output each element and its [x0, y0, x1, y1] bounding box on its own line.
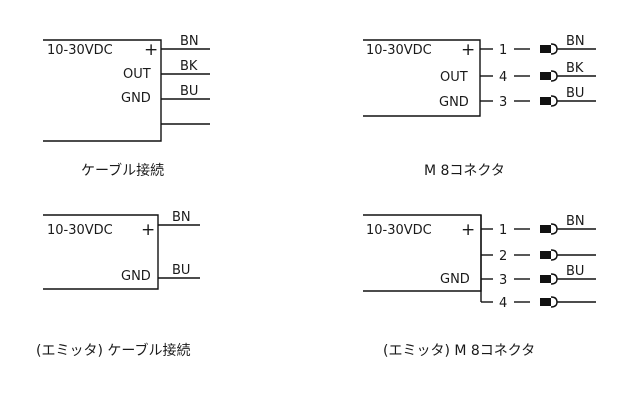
supply-label: 10-30VDC [366, 43, 432, 58]
plus-sign: + [141, 220, 155, 240]
panel-emitter-m8-connector [363, 214, 596, 303]
wire-color-label: BN [566, 34, 585, 49]
sensor-box [363, 39, 481, 117]
gnd-label: GND [440, 272, 470, 287]
panel-caption: M 8コネクタ [424, 163, 505, 179]
connector-plug-icon [539, 95, 558, 107]
supply-label: 10-30VDC [47, 43, 113, 58]
connector-plug-icon [539, 70, 558, 82]
connector-plug-icon [539, 43, 558, 55]
out-label: OUT [440, 70, 468, 85]
pin-number: 1 [499, 43, 507, 58]
gnd-label: GND [121, 91, 151, 106]
pin-number: 3 [499, 95, 507, 110]
out-label: OUT [123, 67, 151, 82]
panel-caption: (エミッタ) ケーブル接続 [36, 342, 191, 359]
wire-color-label: BN [180, 34, 199, 49]
supply-label: 10-30VDC [366, 223, 432, 238]
panel-cable-connection [43, 39, 210, 142]
pin-number: 3 [499, 273, 507, 288]
plus-sign: + [461, 220, 475, 240]
connector-plug-icon [539, 273, 558, 285]
wire-color-label: BK [566, 61, 584, 76]
plus-sign: + [144, 40, 158, 60]
pin-number: 2 [499, 249, 507, 264]
wire-color-label: BN [566, 214, 585, 229]
wire-color-label: BU [566, 264, 584, 279]
wire-color-label: BU [172, 263, 190, 278]
panel-m8-connector [363, 39, 596, 117]
sensor-box [43, 214, 159, 290]
panel-caption: ケーブル接続 [81, 162, 164, 179]
panel-caption: (エミッタ) M 8コネクタ [383, 343, 535, 359]
wire-color-label: BN [172, 210, 191, 225]
pin-number: 4 [499, 296, 507, 311]
wire-color-label: BU [180, 84, 198, 99]
connector-plug-icon [539, 249, 558, 261]
sensor-box [43, 39, 162, 142]
panel-emitter-cable-connection [43, 214, 200, 290]
plus-sign: + [461, 40, 475, 60]
gnd-label: GND [121, 269, 151, 284]
supply-label: 10-30VDC [47, 223, 113, 238]
connector-plug-icon [539, 223, 558, 235]
wire-color-label: BU [566, 86, 584, 101]
connector-plug-icon [539, 296, 558, 308]
wire-color-label: BK [180, 59, 198, 74]
gnd-label: GND [439, 95, 469, 110]
pin-number: 4 [499, 70, 507, 85]
pin-number: 1 [499, 223, 507, 238]
